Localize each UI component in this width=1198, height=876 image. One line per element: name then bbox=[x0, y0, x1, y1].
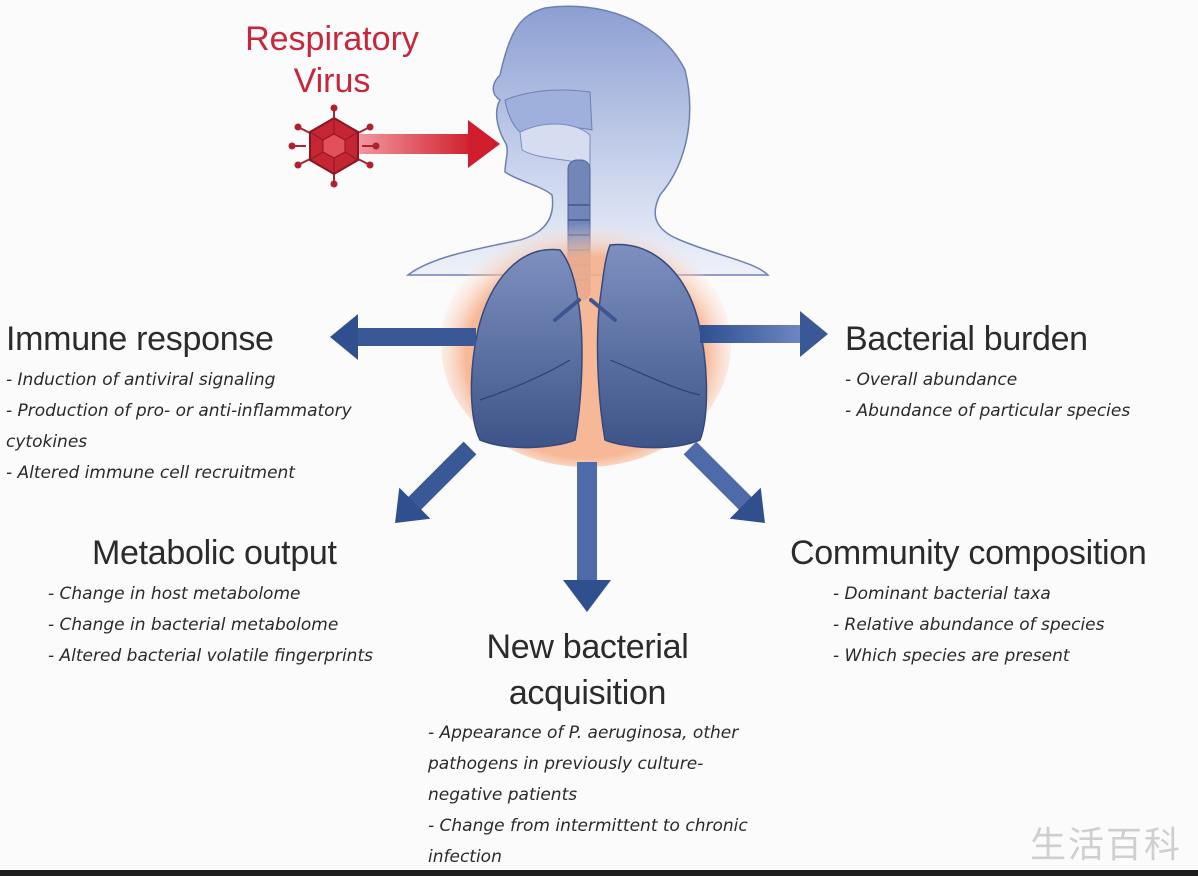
metabolic-output-title: Metabolic output bbox=[92, 534, 337, 572]
list-item: - Altered bacterial volatile fingerprint… bbox=[48, 646, 373, 666]
arrow-to-immune-response bbox=[330, 314, 476, 360]
list-item: - Relative abundance of species bbox=[833, 615, 1105, 635]
list-item: - Change from intermittent to chronic in… bbox=[428, 816, 748, 867]
immune-response-title: Immune response bbox=[6, 320, 274, 358]
metabolic-output-list: - Change in host metabolome - Change in … bbox=[48, 579, 373, 672]
list-item: - Change in bacterial metabolome bbox=[48, 615, 339, 635]
bacterial-burden-title: Bacterial burden bbox=[845, 320, 1088, 358]
virus-entry-arrow bbox=[350, 120, 500, 168]
list-item: - Overall abundance bbox=[845, 370, 1018, 390]
list-item: - Altered immune cell recruitment bbox=[6, 463, 295, 483]
list-item: - Dominant bacterial taxa bbox=[833, 584, 1051, 604]
list-item: - Abundance of particular species bbox=[845, 401, 1131, 421]
list-item: - Appearance of P. aeruginosa, other pat… bbox=[428, 723, 739, 805]
list-item: - Change in host metabolome bbox=[48, 584, 301, 604]
arrow-to-community-composition bbox=[683, 441, 765, 523]
lungs-icon bbox=[470, 243, 708, 449]
arrow-to-metabolic-output bbox=[395, 441, 477, 523]
respiratory-virus-label: Respiratory Virus bbox=[245, 20, 419, 100]
virus-icon bbox=[288, 104, 380, 188]
arrow-to-bacterial-burden bbox=[700, 311, 828, 357]
watermark: 生活百科 bbox=[1029, 825, 1182, 866]
bacterial-burden-list: - Overall abundance - Abundance of parti… bbox=[845, 365, 1130, 427]
community-composition-title: Community composition bbox=[790, 534, 1147, 572]
list-item: - Which species are present bbox=[833, 646, 1070, 666]
community-composition-list: - Dominant bacterial taxa - Relative abu… bbox=[833, 579, 1105, 672]
arrow-to-new-bacterial-acquisition bbox=[563, 462, 611, 612]
list-item: - Induction of antiviral signaling bbox=[6, 370, 276, 390]
list-item: - Production of pro- or anti-inflammator… bbox=[6, 401, 352, 452]
new-bacterial-acquisition-list: - Appearance of P. aeruginosa, other pat… bbox=[428, 718, 758, 873]
new-bacterial-acquisition-title: New bacterial acquisition bbox=[486, 628, 689, 712]
immune-response-list: - Induction of antiviral signaling - Pro… bbox=[6, 365, 446, 489]
bottom-bar bbox=[0, 870, 1198, 876]
